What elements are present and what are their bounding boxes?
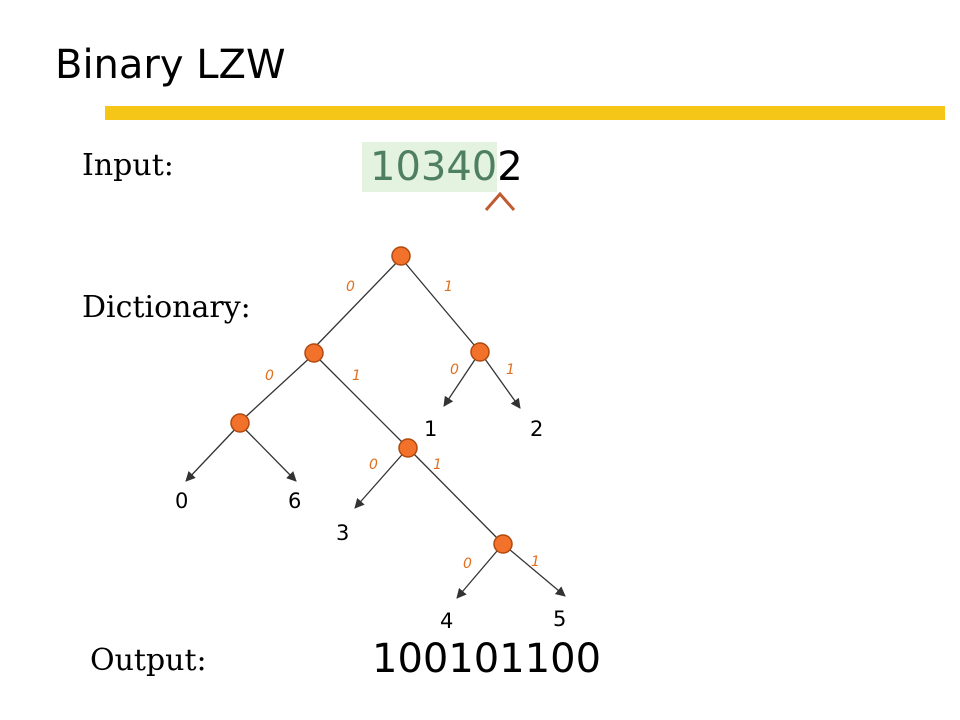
input-label: Input: [82,148,174,183]
title-accent-bar [105,106,945,120]
slide-title: Binary LZW [55,42,286,88]
tree-node-01 [398,438,418,458]
code-label: 3 [336,521,349,545]
tree-node-root [391,246,411,266]
tree-node-011 [493,534,513,554]
edge-00 [239,353,315,423]
edge-0110-leaf [456,543,504,599]
code-label: 6 [288,489,301,513]
output-label: Output: [90,643,207,678]
bit-label: 0 [450,362,459,378]
tree-node-1 [470,342,490,362]
input-consumed: 10340 [362,142,498,192]
code-label: 5 [553,607,566,631]
bit-label: 0 [463,556,472,572]
edge-001-leaf [239,423,297,482]
tree-node-0 [304,343,324,363]
code-label: 2 [530,417,543,441]
edge-10-leaf [443,351,481,407]
bit-label: 1 [433,457,442,473]
output-sequence: 100101100 [372,636,602,682]
edge-root-0 [313,257,402,349]
bit-label: 1 [506,362,515,378]
code-label: 0 [175,489,188,513]
bit-label: 1 [531,554,540,570]
input-remaining: 2 [497,144,523,190]
dictionary-label: Dictionary: [82,290,251,325]
bit-label: 0 [265,368,274,384]
edge-01 [313,353,409,449]
bit-label: 1 [444,279,453,295]
bit-label: 0 [346,279,355,295]
tree-node-00 [230,413,250,433]
edge-010-leaf [354,447,409,509]
edge-11-leaf [479,351,521,409]
input-sequence: 103402 [362,142,523,192]
code-label: 4 [440,609,453,633]
edge-011 [407,447,504,545]
bit-label: 0 [369,457,378,473]
edge-0111-leaf [502,543,566,597]
edge-root-1 [400,257,481,353]
edge-000-leaf [185,423,241,482]
bit-label: 1 [352,368,361,384]
code-label: 1 [424,417,437,441]
